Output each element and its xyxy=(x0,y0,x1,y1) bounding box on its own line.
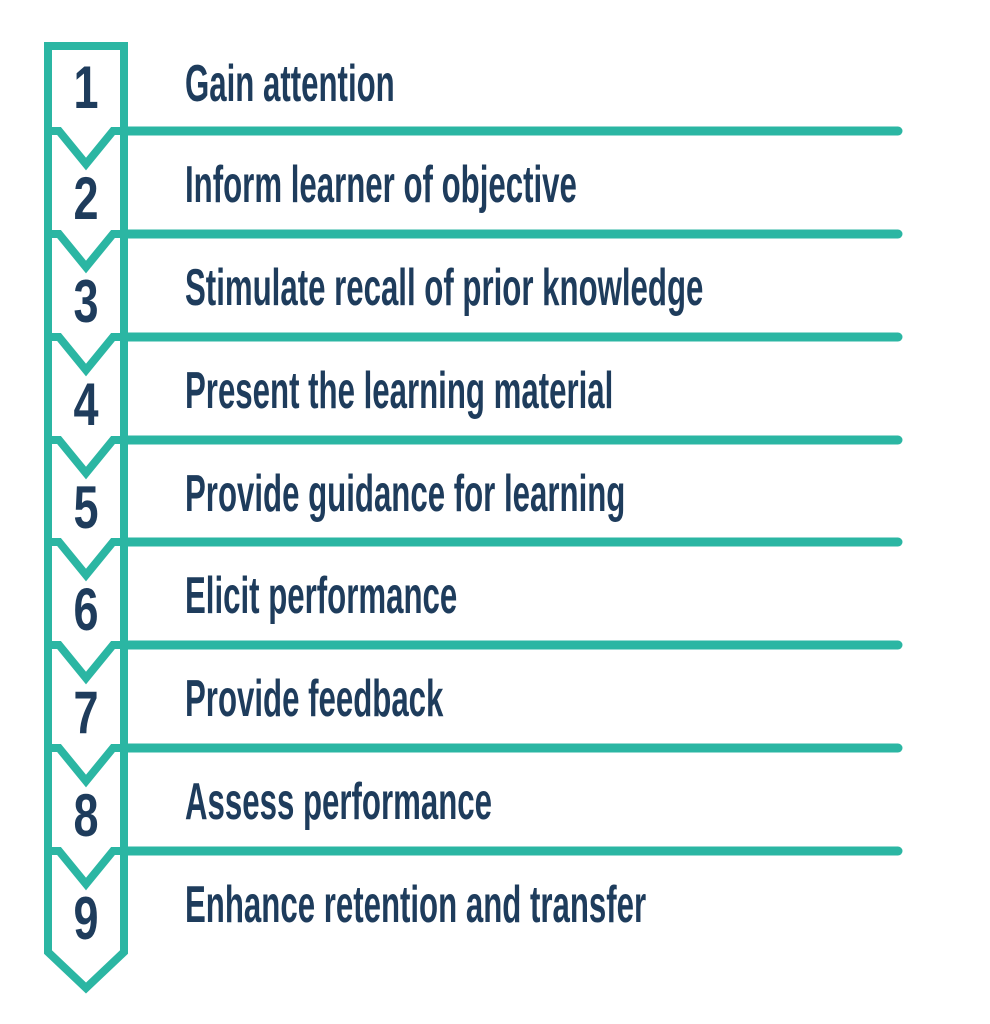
chevron-divider xyxy=(48,127,124,171)
step-number: 8 xyxy=(73,782,99,849)
step-number: 9 xyxy=(73,885,99,952)
chevron-divider xyxy=(48,641,124,685)
chevron-divider xyxy=(48,847,124,891)
step-label: Enhance retention and transfer xyxy=(185,876,647,934)
step-label: Elicit performance xyxy=(185,567,458,625)
step-number: 5 xyxy=(73,474,99,541)
step-number: 3 xyxy=(73,268,99,335)
ribbon-outline-shape xyxy=(44,42,128,994)
chevron-divider xyxy=(48,333,124,377)
step-label: Present the learning material xyxy=(185,362,614,420)
step-number: 4 xyxy=(73,371,99,438)
step-label: Stimulate recall of prior knowledge xyxy=(185,259,704,317)
step-number: 2 xyxy=(73,165,99,232)
chevron-divider xyxy=(48,538,124,582)
step-label: Gain attention xyxy=(185,55,395,113)
step-number: 7 xyxy=(73,679,99,746)
step-label: Provide guidance for learning xyxy=(185,465,626,523)
step-number: 1 xyxy=(73,54,99,121)
step-number: 6 xyxy=(73,576,99,643)
step-label: Inform learner of objective xyxy=(185,156,577,214)
chevron-divider xyxy=(48,436,124,480)
chevron-divider xyxy=(48,744,124,788)
step-label: Assess performance xyxy=(185,773,492,831)
chevron-divider xyxy=(48,230,124,274)
step-label: Provide feedback xyxy=(185,670,444,728)
